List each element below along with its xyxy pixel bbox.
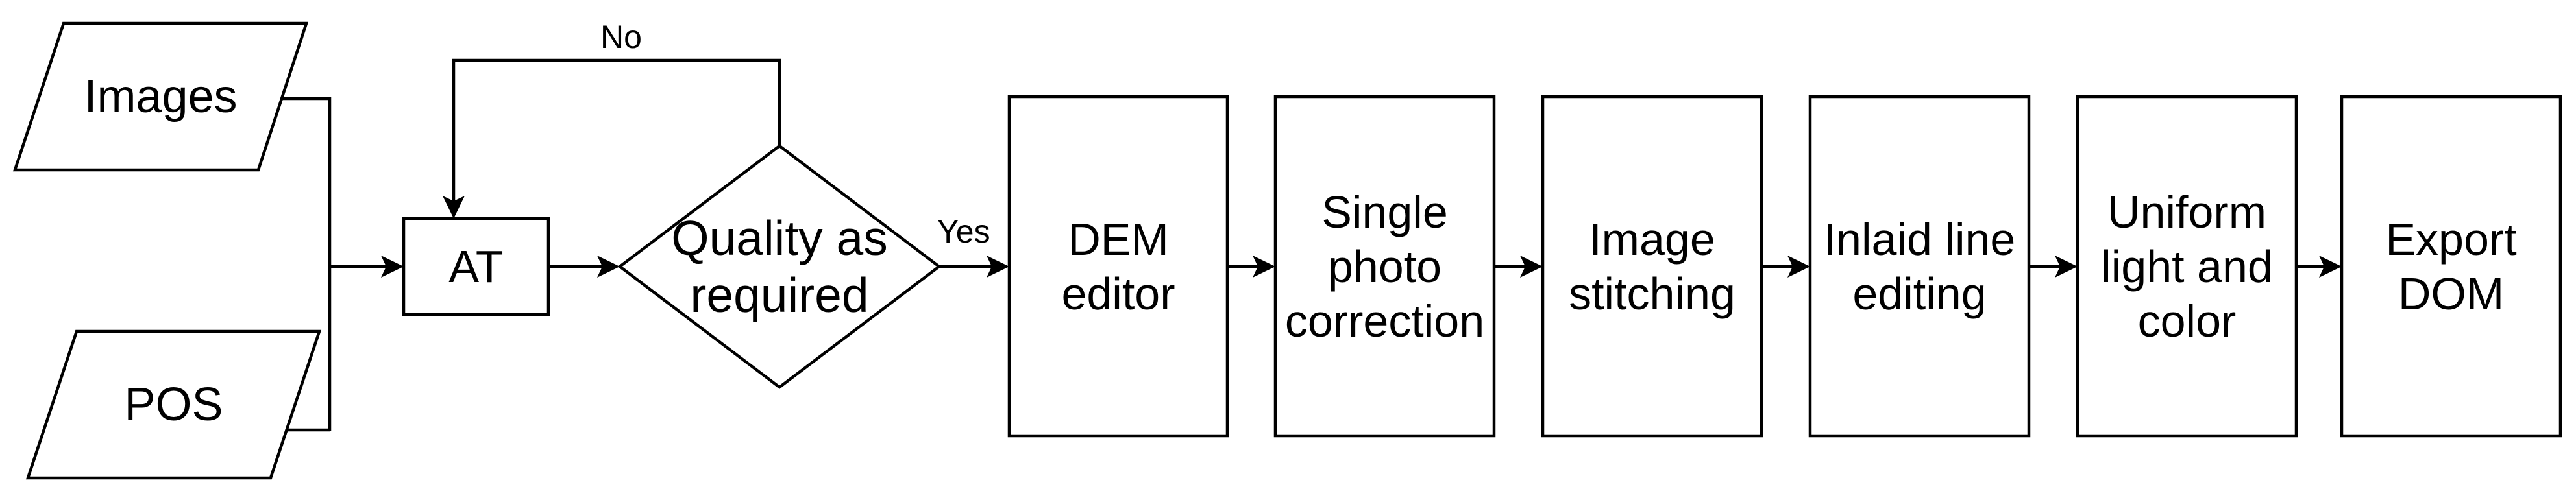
images-parallelogram (12, 21, 309, 172)
no-edge-label: No (600, 19, 642, 55)
arrow-stitching-to-inlaid-head (1787, 256, 1810, 278)
arrow-uniform-to-export-head (2319, 256, 2342, 278)
decision-label: Quality as required (671, 211, 888, 322)
step-label-uniform-light-and-color: Uniform light and color (2101, 186, 2273, 346)
arrow-inputs-to-at-head (381, 256, 404, 278)
step-label-export-dom: Export DOM (2385, 213, 2517, 319)
step-box-single-photo-correction (1273, 95, 1496, 438)
no-loop-arrowhead (443, 196, 465, 219)
arrow-dem-to-single-head (1253, 256, 1275, 278)
arrow-inlaid-to-uniform-head (2055, 256, 2078, 278)
pos-label: POS (124, 379, 223, 431)
arrow-at-to-decision-head (597, 256, 620, 278)
step-box-inlaid-line-editing (1808, 95, 2031, 438)
step-label-image-stitching: Image stitching (1569, 213, 1736, 319)
arrow-decision-to-dem-head (987, 256, 1009, 278)
step-box-image-stitching (1541, 95, 1763, 438)
step-box-dem-editor (1007, 95, 1229, 438)
yes-edge-label: Yes (937, 213, 990, 250)
pos-parallelogram (25, 329, 322, 480)
no-loop-line (452, 58, 781, 202)
step-box-uniform-light-and-color (2076, 95, 2298, 438)
step-label-single-photo-correction: Single photo correction (1284, 186, 1485, 346)
step-box-export-dom (2340, 95, 2562, 438)
images-label: Images (84, 71, 238, 123)
step-label-inlaid-line-editing: Inlaid line editing (1823, 213, 2016, 319)
step-label-dem-editor: DEM editor (1061, 213, 1175, 319)
arrow-single-to-stitching-head (1520, 256, 1543, 278)
at-label: AT (448, 241, 504, 292)
